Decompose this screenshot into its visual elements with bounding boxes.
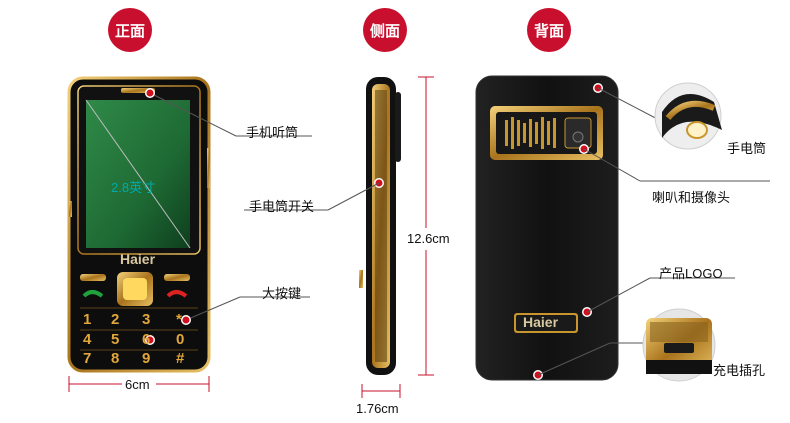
label-earpiece: 手机听筒 <box>246 125 299 140</box>
key-7: 7 <box>83 350 92 367</box>
key-6: 6 <box>142 331 151 348</box>
key-hash: # <box>176 350 185 367</box>
right-soft-key <box>164 274 190 281</box>
key-3: 3 <box>142 311 151 328</box>
screen-size-label: 2.8英寸 <box>111 180 156 195</box>
label-flashlight: 手电筒 <box>727 141 767 156</box>
back-phone <box>475 75 770 381</box>
front-phone <box>67 76 312 392</box>
key-2: 2 <box>111 311 120 328</box>
badge-side: 侧面 <box>363 8 407 52</box>
charging-port-zoom <box>642 308 716 382</box>
key-4: 4 <box>83 331 92 348</box>
label-charging-port: 充电插孔 <box>713 363 766 378</box>
label-big-keys: 大按键 <box>262 286 302 301</box>
key-0: 0 <box>176 331 185 348</box>
label-flashlight-switch: 手电筒开关 <box>249 199 315 214</box>
back-brand: Haier <box>523 314 559 330</box>
badge-front: 正面 <box>108 8 152 52</box>
hangup-icon <box>166 290 188 298</box>
key-1: 1 <box>83 311 92 328</box>
key-star: * <box>176 311 182 328</box>
width-dimension: 6cm <box>125 377 150 392</box>
label-speaker-camera: 喇叭和摄像头 <box>652 190 731 205</box>
front-brand: Haier <box>120 251 156 267</box>
key-8: 8 <box>111 350 120 367</box>
flashlight-zoom <box>654 82 722 150</box>
label-logo: 产品LOGO <box>659 266 723 281</box>
usb-port-icon <box>664 343 694 353</box>
key-5: 5 <box>111 331 120 348</box>
height-dimension: 12.6cm <box>407 231 450 246</box>
key-9: 9 <box>142 350 151 367</box>
left-soft-key <box>80 274 106 281</box>
side-phone <box>244 76 434 398</box>
thickness-dimension: 1.76cm <box>356 401 399 416</box>
call-icon <box>82 290 104 298</box>
badge-back: 背面 <box>527 8 571 52</box>
